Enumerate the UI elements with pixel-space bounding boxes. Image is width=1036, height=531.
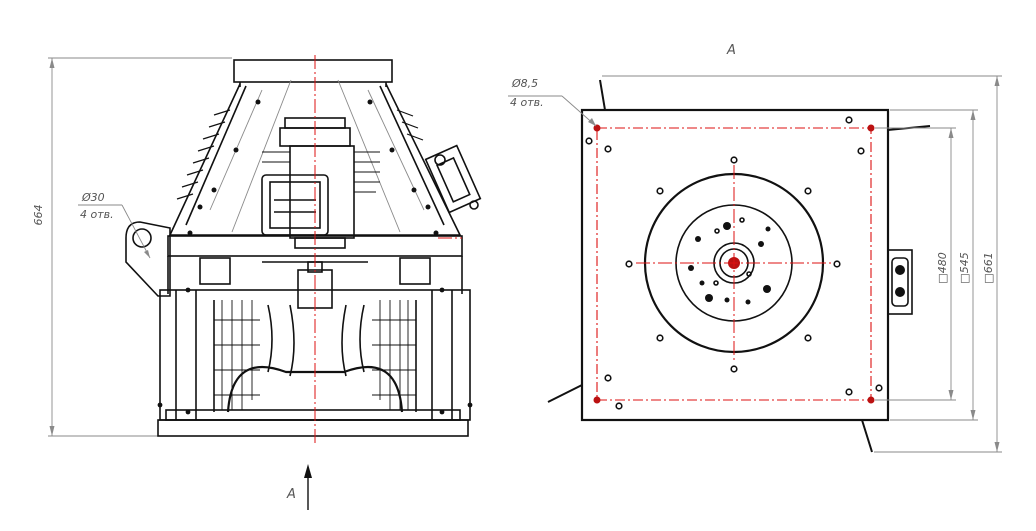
hole-count-d8-5: 4 отв.	[510, 96, 544, 109]
hole-callout-d30: Ø30 4 отв.	[78, 191, 151, 259]
motor	[261, 117, 380, 249]
dimension-664-label: 664	[32, 205, 45, 226]
top-view: A	[508, 43, 1002, 453]
dimension-661: □661	[602, 75, 1002, 453]
dimension-545-label: □545	[958, 252, 971, 283]
mounting-square	[596, 127, 872, 401]
front-view: 664	[32, 55, 482, 510]
mounting-holes	[593, 124, 875, 404]
view-arrow-label: A	[286, 487, 296, 502]
view-arrow-a: A	[286, 464, 312, 510]
terminal-box	[424, 144, 482, 214]
plate-holes	[585, 116, 883, 410]
lifting-lug	[125, 221, 171, 297]
dimension-480-label: □480	[936, 252, 949, 283]
view-title-a: A	[726, 43, 736, 58]
dimension-545: □545	[890, 109, 978, 421]
dimension-664: 664	[32, 57, 232, 437]
dimension-661-label: □661	[982, 252, 995, 283]
hole-callout-d8-5: Ø8,5 4 отв.	[508, 77, 597, 127]
hole-label-d8-5: Ø8,5	[511, 77, 538, 90]
hole-label-d30: Ø30	[81, 191, 105, 204]
side-terminal-box	[887, 249, 913, 315]
lower-frame	[157, 289, 471, 437]
hole-count-d30: 4 отв.	[80, 208, 114, 221]
dimension-480: □480	[875, 127, 956, 401]
top-cap	[233, 59, 393, 83]
